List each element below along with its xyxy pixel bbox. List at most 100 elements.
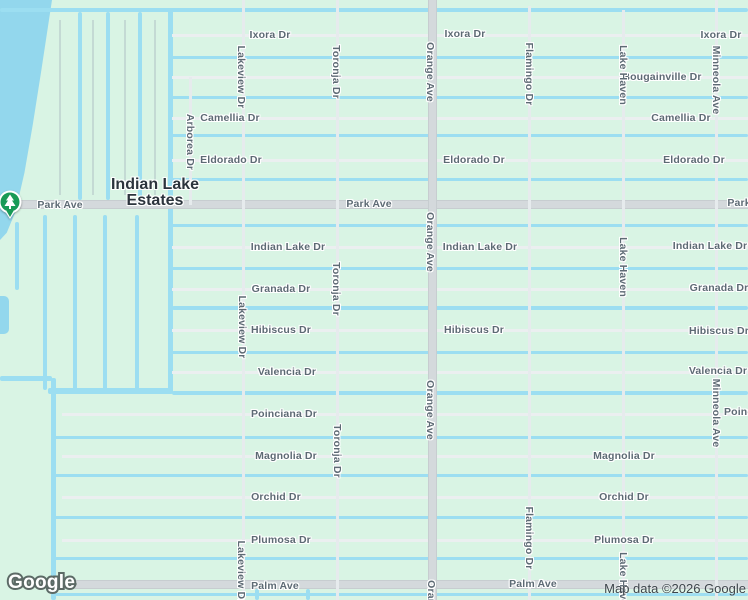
canal [55, 515, 748, 519]
canal [170, 95, 748, 99]
road-toronja-dr [335, 0, 339, 600]
road-poinciana-dr [62, 412, 748, 416]
street-label-palm-ave: Palm Ave [251, 580, 299, 592]
street-label-plumosa-dr: Plumosa Dr [594, 534, 654, 546]
road-arborea-dr [188, 77, 192, 205]
google-logo-text: Google [8, 572, 76, 593]
street-label-ixora-dr: Ixora Dr [700, 29, 742, 41]
street-label-lakeview-dr: Lakeview Dr [235, 45, 247, 109]
street-label-plumosa-dr: Plumosa Dr [251, 534, 311, 546]
canal [106, 12, 110, 200]
road-orange-ave [428, 0, 436, 600]
street-label-orchid-dr: Orchid Dr [251, 491, 301, 503]
lot-line [59, 20, 61, 195]
road-granada-dr [172, 287, 748, 291]
street-label-camellia-dr: Camellia Dr [651, 112, 711, 124]
street-label-valencia-dr: Valencia Dr [688, 365, 748, 377]
road-minneola-ave [714, 0, 718, 600]
place-label-indian-lake-estates: Indian Lake Estates [111, 177, 199, 209]
road-ixora-dr [172, 33, 748, 37]
canal [43, 215, 47, 390]
canal [50, 378, 56, 600]
road-lakeview-dr [241, 0, 245, 600]
canal [103, 215, 107, 390]
place-label-line2: Estates [126, 192, 184, 209]
street-label-eldorado-dr: Eldorado Dr [200, 154, 262, 166]
google-logo[interactable]: Google Google [6, 570, 78, 595]
street-label-lakeview-dr: Lakeview Dr [236, 295, 248, 359]
pin-tail-inner [6, 211, 14, 217]
lot-line [124, 20, 126, 195]
street-label-palm-ave: Palm Ave [509, 578, 557, 590]
street-label-camellia-dr: Camellia Dr [200, 112, 260, 124]
canal [306, 589, 310, 600]
canal [170, 133, 748, 137]
street-label-toronja-dr: Toronja Dr [330, 45, 342, 99]
street-label-orange-ave: Orange Ave [424, 380, 436, 440]
road-bougainville-dr [172, 75, 748, 79]
canal [138, 12, 142, 200]
tree-icon [4, 194, 16, 209]
street-label-toronja-dr: Toronja Dr [330, 262, 342, 316]
street-label-eldorado-dr: Eldorado Dr [443, 154, 505, 166]
road-lake-haven [621, 10, 625, 600]
lot-line [154, 20, 156, 195]
canal [172, 350, 748, 354]
street-label-magnolia-dr: Magnolia Dr [255, 450, 317, 462]
canal [135, 215, 139, 390]
canal [0, 8, 748, 12]
canal [78, 12, 82, 200]
road-palm-ave [62, 580, 748, 588]
canal [0, 375, 52, 381]
road-park-ave [20, 200, 748, 208]
canal [15, 222, 19, 290]
canal [170, 177, 748, 181]
canal [55, 556, 748, 560]
canal [55, 473, 748, 477]
road-orchid-dr [62, 495, 748, 499]
canal [172, 391, 748, 395]
street-label-park-ave: Park Ave [37, 199, 83, 211]
street-label-park-ave: Park Ave [346, 198, 392, 210]
road-camellia-dr [172, 116, 748, 120]
street-label-lake-haven: Lake Haven [617, 45, 629, 105]
canal [48, 388, 172, 394]
street-label-granada-dr: Granada Dr [689, 282, 748, 294]
canal [73, 215, 77, 390]
street-label-lakeview-dr: Lakeview Dr [235, 540, 247, 600]
street-label-orange-ave: Orange Ave [424, 212, 436, 272]
street-label-minneola-ave: Minneola Ave [710, 45, 722, 115]
street-label-ixora-dr: Ixora Dr [444, 28, 486, 40]
canal [172, 306, 748, 310]
road-flamingo-dr [527, 6, 531, 600]
street-label-eldorado-dr: Eldorado Dr [663, 154, 725, 166]
street-label-arborea-dr: Arborea Dr [184, 113, 196, 171]
lot-line [92, 20, 94, 195]
park-pin[interactable] [0, 190, 23, 220]
street-label-flamingo-dr: Flamingo Dr [523, 506, 535, 570]
street-label-flamingo-dr: Flamingo Dr [523, 42, 535, 106]
street-label-hibiscus-dr: Hibiscus Dr [251, 324, 311, 336]
street-label-indian-lake-dr: Indian Lake Dr [442, 241, 518, 253]
canal [170, 55, 748, 59]
street-label-indian-lake-dr: Indian Lake Dr [250, 241, 326, 253]
street-label-poinciana-dr: Poinciana Dr [251, 408, 317, 420]
street-label-ixora-dr: Ixora Dr [249, 29, 291, 41]
street-label-indian-lake-dr: Indian Lake Dr [672, 240, 748, 252]
canal [55, 592, 748, 596]
street-label-poinciana-dr: Poinciana Dr [724, 406, 748, 418]
road-indian-lake-dr [172, 245, 748, 249]
street-label-orchid-dr: Orchid Dr [599, 491, 649, 503]
street-label-minneola-ave: Minneola Ave [710, 378, 722, 448]
google-logo-outline: Google [6, 570, 77, 595]
street-label-hibiscus-dr: Hibiscus Dr [444, 324, 504, 336]
canal [170, 266, 748, 270]
street-label-valencia-dr: Valencia Dr [257, 366, 317, 378]
canal [255, 589, 259, 600]
place-label-line1: Indian Lake [110, 176, 200, 193]
water-patch [0, 296, 9, 334]
road-magnolia-dr [62, 454, 748, 458]
street-label-orange-ave: Orange Ave [425, 580, 437, 600]
street-label-magnolia-dr: Magnolia Dr [593, 450, 655, 462]
